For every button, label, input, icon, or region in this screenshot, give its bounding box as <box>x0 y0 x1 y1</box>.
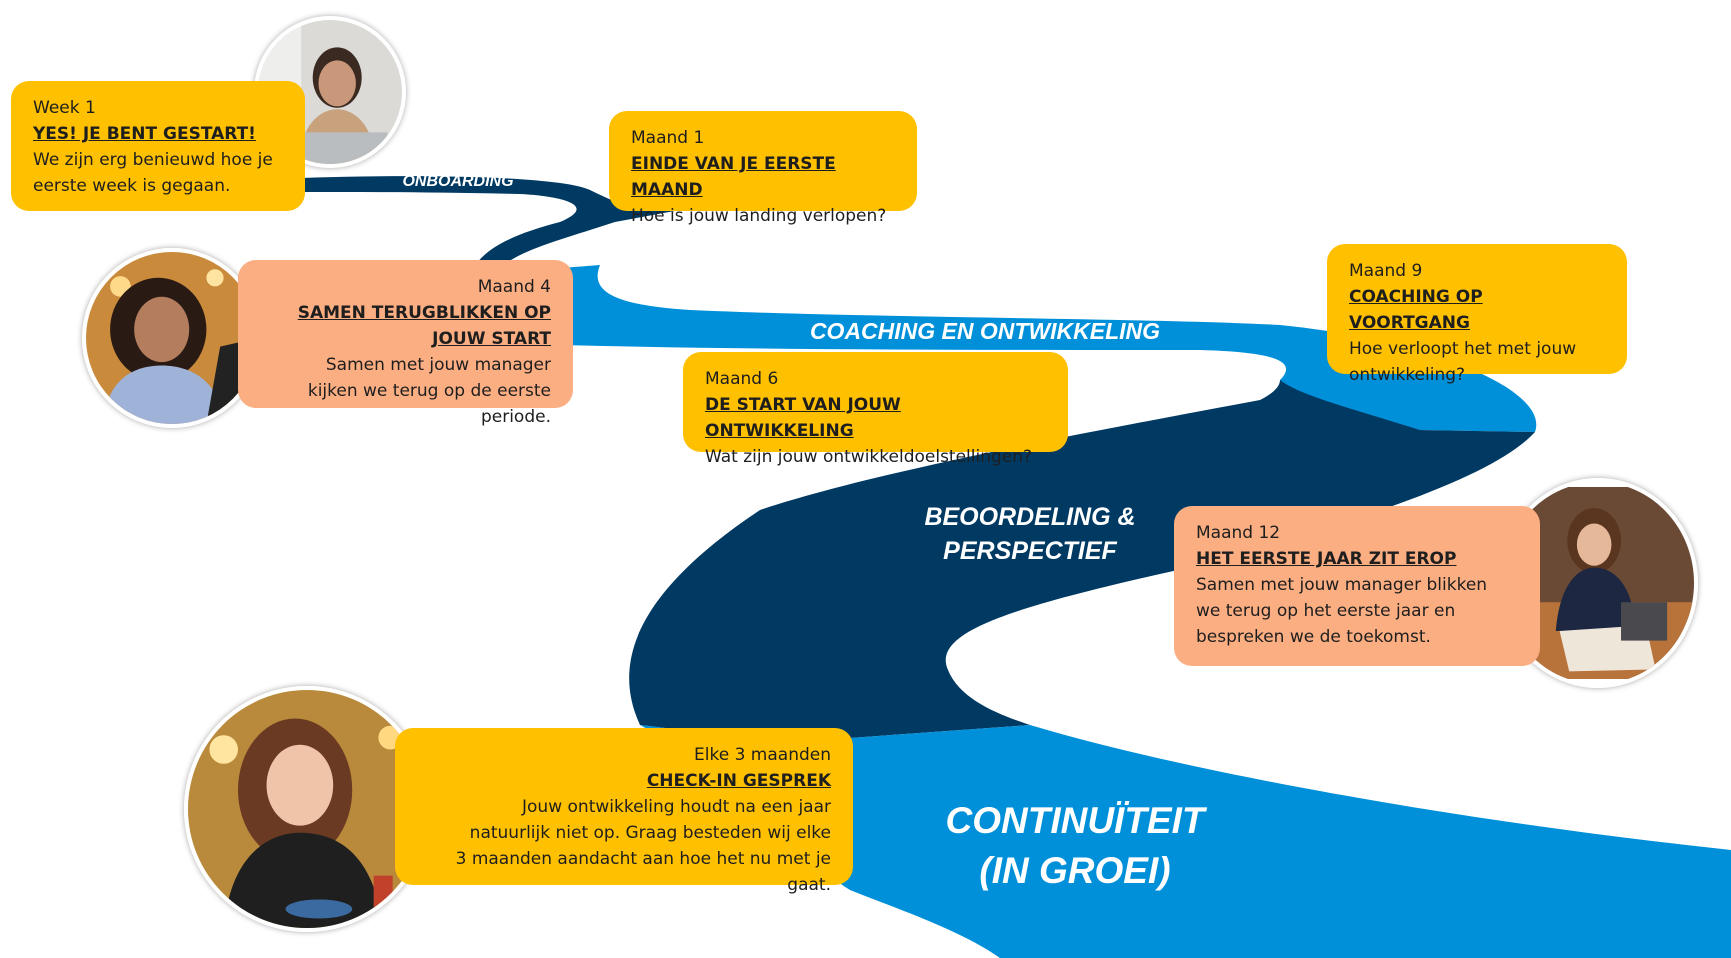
milestone-description: Hoe verloopt het met jouw ontwikkeling? <box>1349 339 1577 385</box>
road-onboarding <box>300 176 680 275</box>
milestone-title: DE START VAN JOUW ONTWIKKELING <box>705 395 901 441</box>
stage-label-coaching: COACHING EN ONTWIKKELING <box>809 318 1161 344</box>
stage-label-beoordeling: BEOORDELING & PERSPECTIEF <box>924 503 1136 565</box>
milestone-description: Hoe is jouw landing verlopen? <box>631 206 887 226</box>
milestone-period: Elke 3 maanden <box>694 745 831 765</box>
milestone-title: HET EERSTE JAAR ZIT EROP <box>1196 549 1457 569</box>
milestone-maand-9: Maand 9 COACHING OP VOORTGANG Hoe verloo… <box>1327 244 1627 385</box>
milestone-week-1: Week 1 YES! JE BENT GESTART! We zijn erg… <box>11 81 305 211</box>
milestone-description: Wat zijn jouw ontwikkeldoelstellingen? <box>705 447 1033 467</box>
milestone-description: Samen met jouw manager kijken we terug o… <box>307 355 551 427</box>
road-beoordeling <box>629 380 1535 739</box>
milestone-maand-6: Maand 6 DE START VAN JOUW ONTWIKKELING W… <box>683 352 1068 467</box>
photo-woman-curly-hair <box>82 248 262 428</box>
milestone-period: Maand 4 <box>477 277 551 297</box>
milestone-period: Week 1 <box>33 98 96 118</box>
stage-label-onboarding: ONBOARDING <box>402 173 514 190</box>
milestone-elke-3-maanden: Elke 3 maanden CHECK-IN GESPREK Jouw ont… <box>395 728 853 895</box>
milestone-period: Maand 1 <box>631 128 705 148</box>
milestone-maand-1: Maand 1 EINDE VAN JE EERSTE MAAND Hoe is… <box>609 111 917 226</box>
milestone-description: Jouw ontwikkeling houdt na een jaar natu… <box>455 797 831 895</box>
milestone-title: EINDE VAN JE EERSTE MAAND <box>631 154 836 200</box>
milestone-title: CHECK-IN GESPREK <box>646 771 831 791</box>
milestone-maand-12: Maand 12 HET EERSTE JAAR ZIT EROP Samen … <box>1174 506 1540 666</box>
road-continuiteit <box>640 725 1731 958</box>
milestone-period: Maand 6 <box>705 369 779 389</box>
milestone-maand-4: Maand 4 SAMEN TERUGBLIKKEN OP JOUW START… <box>238 260 573 427</box>
stage-label-continuiteit: CONTINUÏTEIT (IN GROEI) <box>945 800 1205 891</box>
milestone-title: SAMEN TERUGBLIKKEN OP JOUW START <box>297 303 551 349</box>
photo-woman-eating <box>184 686 430 932</box>
milestone-period: Maand 9 <box>1349 261 1423 281</box>
road-coaching <box>470 265 1537 432</box>
milestone-description: We zijn erg benieuwd hoe je eerste week … <box>33 150 273 196</box>
milestone-period: Maand 12 <box>1196 523 1281 543</box>
milestone-title: YES! JE BENT GESTART! <box>33 124 256 144</box>
milestone-title: COACHING OP VOORTGANG <box>1349 287 1483 333</box>
milestone-description: Samen met jouw manager blikken we terug … <box>1196 575 1488 647</box>
